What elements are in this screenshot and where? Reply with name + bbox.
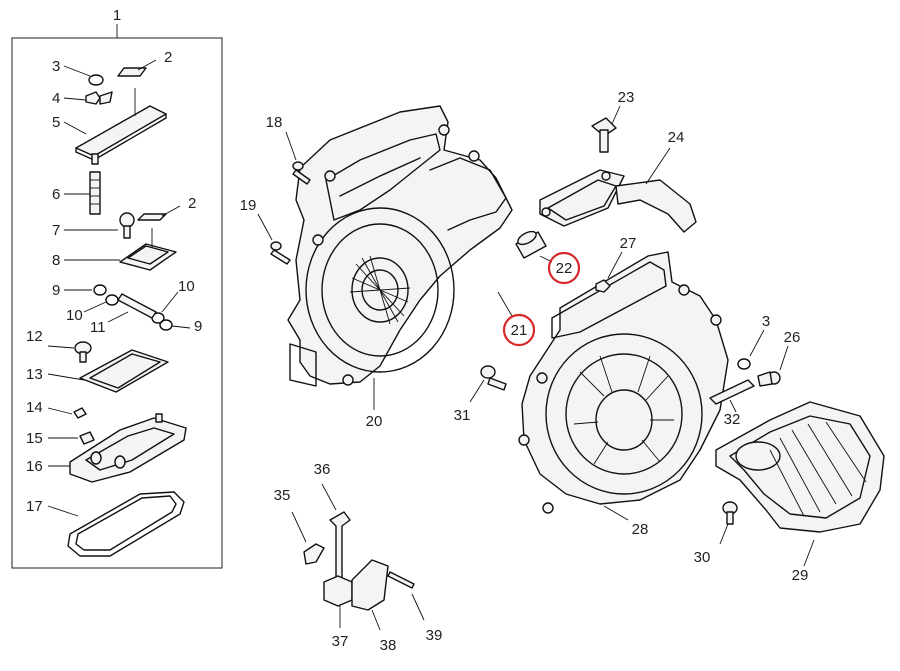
part-16-housing	[69, 413, 187, 483]
part-label-10-right: 10	[178, 278, 195, 295]
part-label-32: 32	[724, 411, 741, 428]
part-26-screw	[757, 345, 789, 387]
part-label-1: 1	[113, 7, 121, 24]
part-label-12: 12	[26, 328, 43, 345]
part-30-screw	[719, 501, 738, 545]
part-4-wingnut	[85, 91, 113, 105]
part-5-cover	[75, 88, 167, 165]
part-label-11: 11	[90, 319, 106, 336]
highlight-part-21	[502, 313, 536, 347]
part-31-screw	[469, 365, 507, 403]
part-label-27: 27	[620, 235, 637, 252]
part-17-seal	[67, 491, 185, 557]
part-label-9-right: 9	[194, 318, 202, 335]
part-6-stud	[89, 171, 101, 215]
part-label-10: 10	[66, 307, 83, 324]
part-37-bracket	[323, 575, 353, 628]
part-label-24: 24	[668, 129, 685, 146]
part-label-7: 7	[52, 222, 60, 239]
part-24-pipe	[539, 147, 697, 233]
part-label-9: 9	[52, 282, 60, 299]
part-39-pin	[387, 571, 425, 621]
part-label-23: 23	[618, 89, 635, 106]
part-35-clip	[291, 511, 325, 565]
part-29-cover	[715, 401, 885, 567]
part-label-3-right: 3	[762, 313, 770, 330]
part-2-label-plate-lower	[137, 213, 167, 221]
part-label-16: 16	[26, 458, 43, 475]
part-label-22: 22	[556, 260, 573, 277]
part-20-housing	[287, 105, 513, 410]
part-3-oring	[88, 74, 104, 86]
part-8-plate	[119, 228, 177, 271]
part-label-6: 6	[52, 186, 60, 203]
part-label-17: 17	[26, 498, 43, 515]
part-label-35: 35	[274, 487, 291, 504]
part-number-labels: 1 2 3 4 5 6 2 7 8 9 10 10 11 9 12 13 14 …	[26, 7, 808, 654]
part-label-5: 5	[52, 114, 60, 131]
part-27-nut	[595, 251, 623, 293]
part-label-20: 20	[366, 413, 383, 430]
part-label-15: 15	[26, 430, 43, 447]
leader-lines	[47, 59, 191, 517]
part-2-label-plate	[117, 67, 147, 77]
part-label-13: 13	[26, 366, 43, 383]
part-label-14: 14	[26, 399, 43, 416]
part-14-clip	[73, 407, 87, 419]
part-label-39: 39	[426, 627, 443, 644]
kit-group-1	[11, 24, 223, 569]
part-9-washer-2	[159, 319, 173, 331]
part-label-2: 2	[164, 49, 172, 66]
highlight-part-22	[547, 251, 581, 285]
part-28-housing	[518, 251, 729, 521]
part-label-19: 19	[240, 197, 257, 214]
part-label-3: 3	[52, 58, 60, 75]
part-label-31: 31	[454, 407, 471, 424]
part-label-26: 26	[784, 329, 801, 346]
part-13-gasket	[79, 349, 169, 393]
part-label-2-lower: 2	[188, 195, 196, 212]
part-18-screw	[285, 131, 311, 185]
part-12-screw	[74, 341, 92, 363]
part-23-fitting	[591, 105, 621, 153]
part-32-strip	[709, 379, 755, 405]
part-15-clip	[79, 431, 95, 445]
part-label-4: 4	[52, 90, 60, 107]
part-22-sleeve	[515, 230, 553, 263]
part-3-oring-right	[737, 358, 751, 370]
part-label-36: 36	[314, 461, 331, 478]
part-label-30: 30	[694, 549, 711, 566]
part-21-tube	[474, 252, 513, 332]
part-36-lever	[321, 483, 351, 587]
part-38-bracket	[351, 559, 389, 631]
part-label-37: 37	[332, 633, 349, 650]
part-10-oring	[105, 294, 119, 306]
part-label-29: 29	[792, 567, 809, 584]
part-7-screw	[119, 212, 135, 239]
part-19-screw	[257, 213, 291, 265]
part-11-pin	[117, 293, 157, 319]
part-9-washer	[93, 284, 107, 296]
part-label-18: 18	[266, 114, 283, 131]
part-label-8: 8	[52, 252, 60, 269]
part-label-28: 28	[632, 521, 649, 538]
part-label-21: 21	[511, 322, 528, 339]
part-label-38: 38	[380, 637, 397, 654]
